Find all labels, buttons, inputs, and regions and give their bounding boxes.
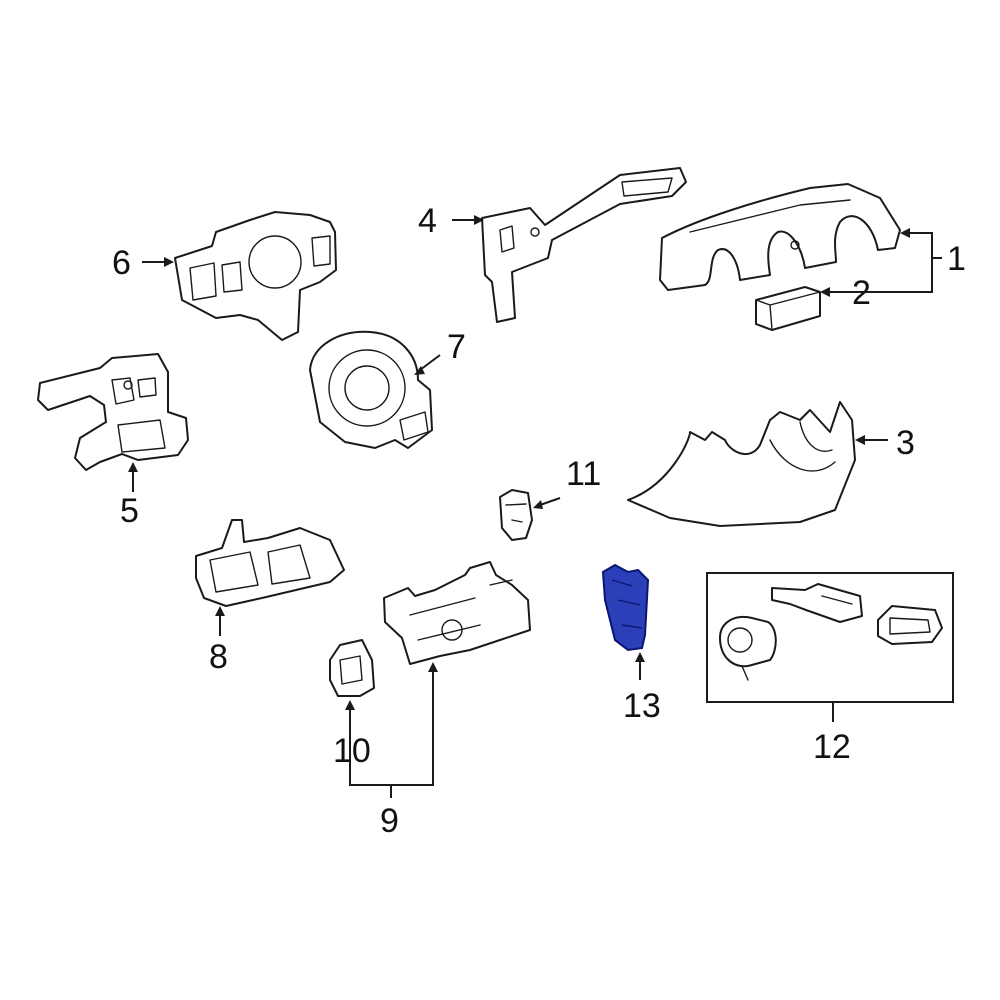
- part-8-bracket[interactable]: [195, 519, 345, 607]
- part-6-switch-housing[interactable]: [174, 211, 337, 341]
- callout-5: 5: [120, 492, 139, 530]
- callout-2: 2: [852, 274, 871, 312]
- callout-10: 10: [333, 732, 371, 770]
- part-10-module[interactable]: [329, 639, 375, 697]
- part-13-highlighted[interactable]: [601, 563, 650, 652]
- callout-8: 8: [209, 638, 228, 676]
- callout-12: 12: [813, 728, 851, 766]
- part-12-box: [706, 572, 954, 703]
- part-9-column-housing[interactable]: [383, 561, 531, 665]
- callout-3: 3: [896, 424, 915, 462]
- callout-1: 1: [947, 240, 966, 278]
- leader-lines: [128, 215, 942, 798]
- callout-9: 9: [380, 802, 399, 840]
- part-1-upper-cover[interactable]: [659, 183, 901, 291]
- part-7-clock-spring[interactable]: [309, 330, 433, 449]
- part-2-trim-piece[interactable]: [755, 286, 821, 331]
- part-3-lower-cover[interactable]: [627, 401, 856, 527]
- part-12-lock-set[interactable]: [706, 572, 954, 703]
- callout-labels: 1 2 3 4 5 6 7 8 9 10 11 12 13: [112, 202, 966, 840]
- callout-4: 4: [418, 202, 437, 240]
- part-11-cap[interactable]: [499, 489, 533, 541]
- callout-7: 7: [447, 328, 466, 366]
- part-4-stalk-switch[interactable]: [481, 167, 687, 323]
- callout-13: 13: [623, 687, 661, 725]
- part-5-combination-switch[interactable]: [37, 353, 189, 471]
- callout-11: 11: [566, 455, 601, 493]
- callout-6: 6: [112, 244, 131, 282]
